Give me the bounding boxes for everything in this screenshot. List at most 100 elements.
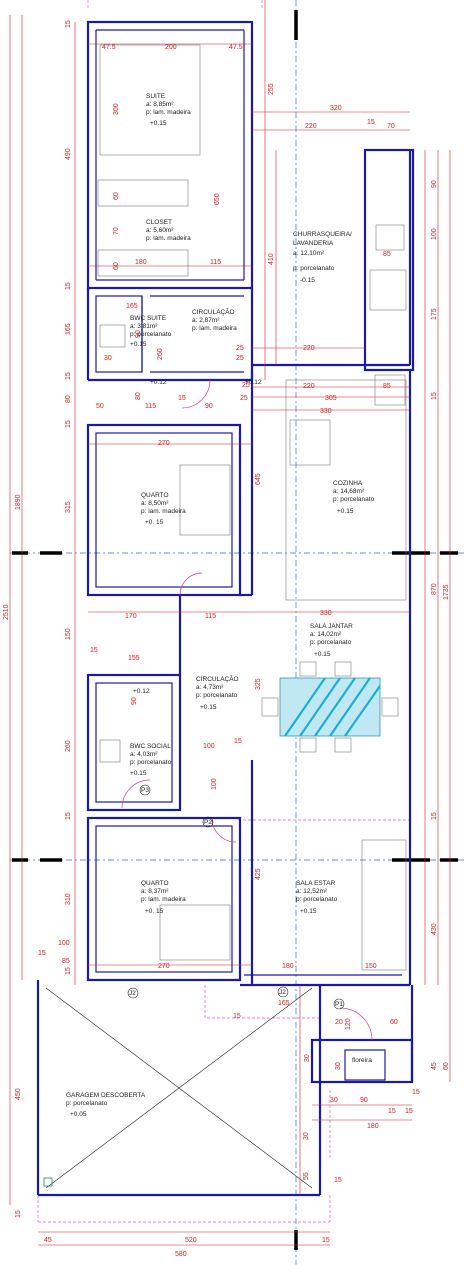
dim-q1-4: 330: [320, 610, 332, 617]
dim-left-1: 490: [65, 148, 72, 160]
room-floor: p: porcelanato: [296, 896, 338, 903]
dim-r410: 410: [268, 253, 275, 265]
dim-e175: 175: [431, 308, 438, 320]
room-name: GARAGEM DESCOBERTA: [66, 1092, 146, 1099]
dim-e220b: 220: [303, 345, 315, 352]
dim-left-8: 150: [65, 628, 72, 640]
dim-gar-1: 15: [15, 1210, 22, 1218]
dimension-lines: [9, 0, 451, 1246]
room-area: a: 8,85m²: [146, 101, 174, 108]
dim-left-5: 80: [65, 395, 72, 403]
room-name: QUARTO: [141, 880, 169, 887]
dim-closet-right: 650: [214, 193, 221, 205]
room-name: COZINHA: [333, 480, 363, 487]
dim-q2-3: 150: [365, 963, 377, 970]
room-area: a: 2,87m²: [192, 317, 220, 324]
dim-gar-4: 15: [322, 1237, 330, 1244]
dim-soc-4: 15: [234, 738, 242, 745]
room-suite: SUITE a: 8,85m² p: lam. madeira +0.15: [146, 93, 191, 127]
room-level: +0. 15: [145, 519, 164, 526]
dim-e320: 320: [330, 105, 342, 112]
room-area: a: 14,68m²: [333, 488, 365, 495]
walls: [36, 20, 415, 1197]
dim-soc-5: 325: [255, 678, 262, 690]
room-name: CHURRASQUEIRA/: [293, 231, 352, 238]
dim-suite-2: 70: [113, 227, 120, 235]
room-area: a: 12,52m²: [296, 888, 328, 895]
room-area: a: 8,50m²: [141, 500, 169, 507]
room-name: SALA JANTAR: [310, 623, 353, 630]
dim-q1-2: 170: [125, 613, 137, 620]
dim-gar-5: 580: [175, 1251, 187, 1258]
room-name: CLOSET: [146, 219, 172, 226]
room-name: SALA ESTAR: [296, 880, 336, 887]
room-name: BWC SUITE: [130, 315, 167, 322]
room-floor: p: lam. madeira: [141, 508, 186, 515]
dim-bot-12: 15: [412, 1089, 420, 1096]
dim-bot-8: 180: [367, 1123, 379, 1130]
dim-bot-9: 30: [335, 1062, 342, 1070]
dim-e25b: 25: [242, 382, 250, 389]
dim-top-1: 200: [165, 44, 177, 51]
dim-q2-5: 15: [38, 950, 46, 957]
dim-bot-1: 20: [335, 1019, 343, 1026]
dim-suite-0: 300: [113, 103, 120, 115]
dim-bot-7: 30: [330, 1097, 338, 1104]
room-level: +0.15: [337, 508, 354, 515]
dim-bot-2: 60: [390, 1019, 398, 1026]
room-labels: SUITE a: 8,85m² p: lam. madeira +0.15 CL…: [66, 93, 375, 1118]
dim-q2-4: 100: [58, 940, 70, 947]
room-bwc-suite: BWC SUITE a: 3,81m² p: porcelanato +0.15: [130, 315, 172, 348]
dim-circ-0: 50: [96, 403, 104, 410]
tag-p3: P3: [141, 787, 149, 794]
room-area: p: porcelanato: [66, 1100, 108, 1107]
dim-bwc-2: 30: [104, 355, 112, 362]
room-sala-estar: SALA ESTAR a: 12,52m² p: porcelanato +0.…: [296, 880, 338, 915]
dim-gar-2: 45: [44, 1237, 52, 1244]
dim-left-9: 260: [65, 740, 72, 752]
dim-circ-3: 15: [178, 395, 186, 402]
room-level: +0.15: [314, 651, 331, 658]
level-marker: +0.12: [133, 688, 150, 695]
room-level: +0.15: [200, 704, 217, 711]
garage-cross: [43, 987, 313, 1189]
dim-q1-3: 115: [205, 613, 216, 620]
dim-bot-11: 60: [443, 1062, 450, 1070]
dim-e220: 220: [305, 123, 317, 130]
tag-j2: J2: [129, 990, 136, 997]
dim-left-0: 15: [65, 20, 72, 28]
room-quarto2: QUARTO a: 8,37m² p: lam. madeira +0. 15: [141, 880, 186, 915]
room-name-2: LAVANDERIA: [293, 240, 334, 247]
dim-bwc-3: 260: [157, 348, 164, 360]
room-name: SUITE: [146, 93, 166, 100]
room-level: +0. 15: [145, 908, 164, 915]
room-level: +0.12: [150, 379, 167, 386]
dim-bot-3: 30: [304, 1054, 311, 1062]
room-floreira: floreira: [352, 1057, 372, 1064]
dim-bot-0: 120: [345, 1018, 352, 1030]
room-floor: p: lam. madeira: [192, 325, 237, 332]
dim-q2-1: 270: [158, 963, 170, 970]
dim-bwc-5: 25: [236, 355, 244, 362]
dimension-labels: 47.5 200 47.5 300 60 70 60 180 115 650 4…: [3, 20, 450, 1258]
room-floor: p: porcelanato: [293, 265, 335, 272]
room-closet: CLOSET a: 5,60m² p: lam. madeira: [146, 219, 191, 242]
dim-q2-6: 85: [62, 958, 70, 965]
room-name: BWC SOCIAL: [130, 743, 171, 750]
dim-gar-0: 450: [15, 1088, 22, 1100]
dim-e25: 25: [236, 345, 244, 352]
room-name: CIRCULAÇÃO: [196, 674, 239, 683]
tag-p2: P2: [204, 819, 212, 826]
dim-left-7: 315: [65, 501, 72, 513]
dim-circ-5: 85: [383, 383, 391, 390]
dim-left-11: 310: [65, 893, 72, 905]
dim-e15: 15: [367, 119, 375, 126]
dim-soc-0: 15: [90, 647, 98, 654]
room-quarto1: QUARTO a: 8,50m² p: lam. madeira +0. 15: [141, 492, 186, 526]
property-boundary: [37, 0, 410, 1223]
room-name: floreira: [352, 1057, 372, 1064]
room-floor: p: porcelanato: [333, 496, 375, 503]
dim-q2-0: 425: [255, 868, 262, 880]
room-garagem: GARAGEM DESCOBERTA p: porcelanato +0.05: [66, 1092, 146, 1118]
dim-left-6: 15: [65, 420, 72, 428]
